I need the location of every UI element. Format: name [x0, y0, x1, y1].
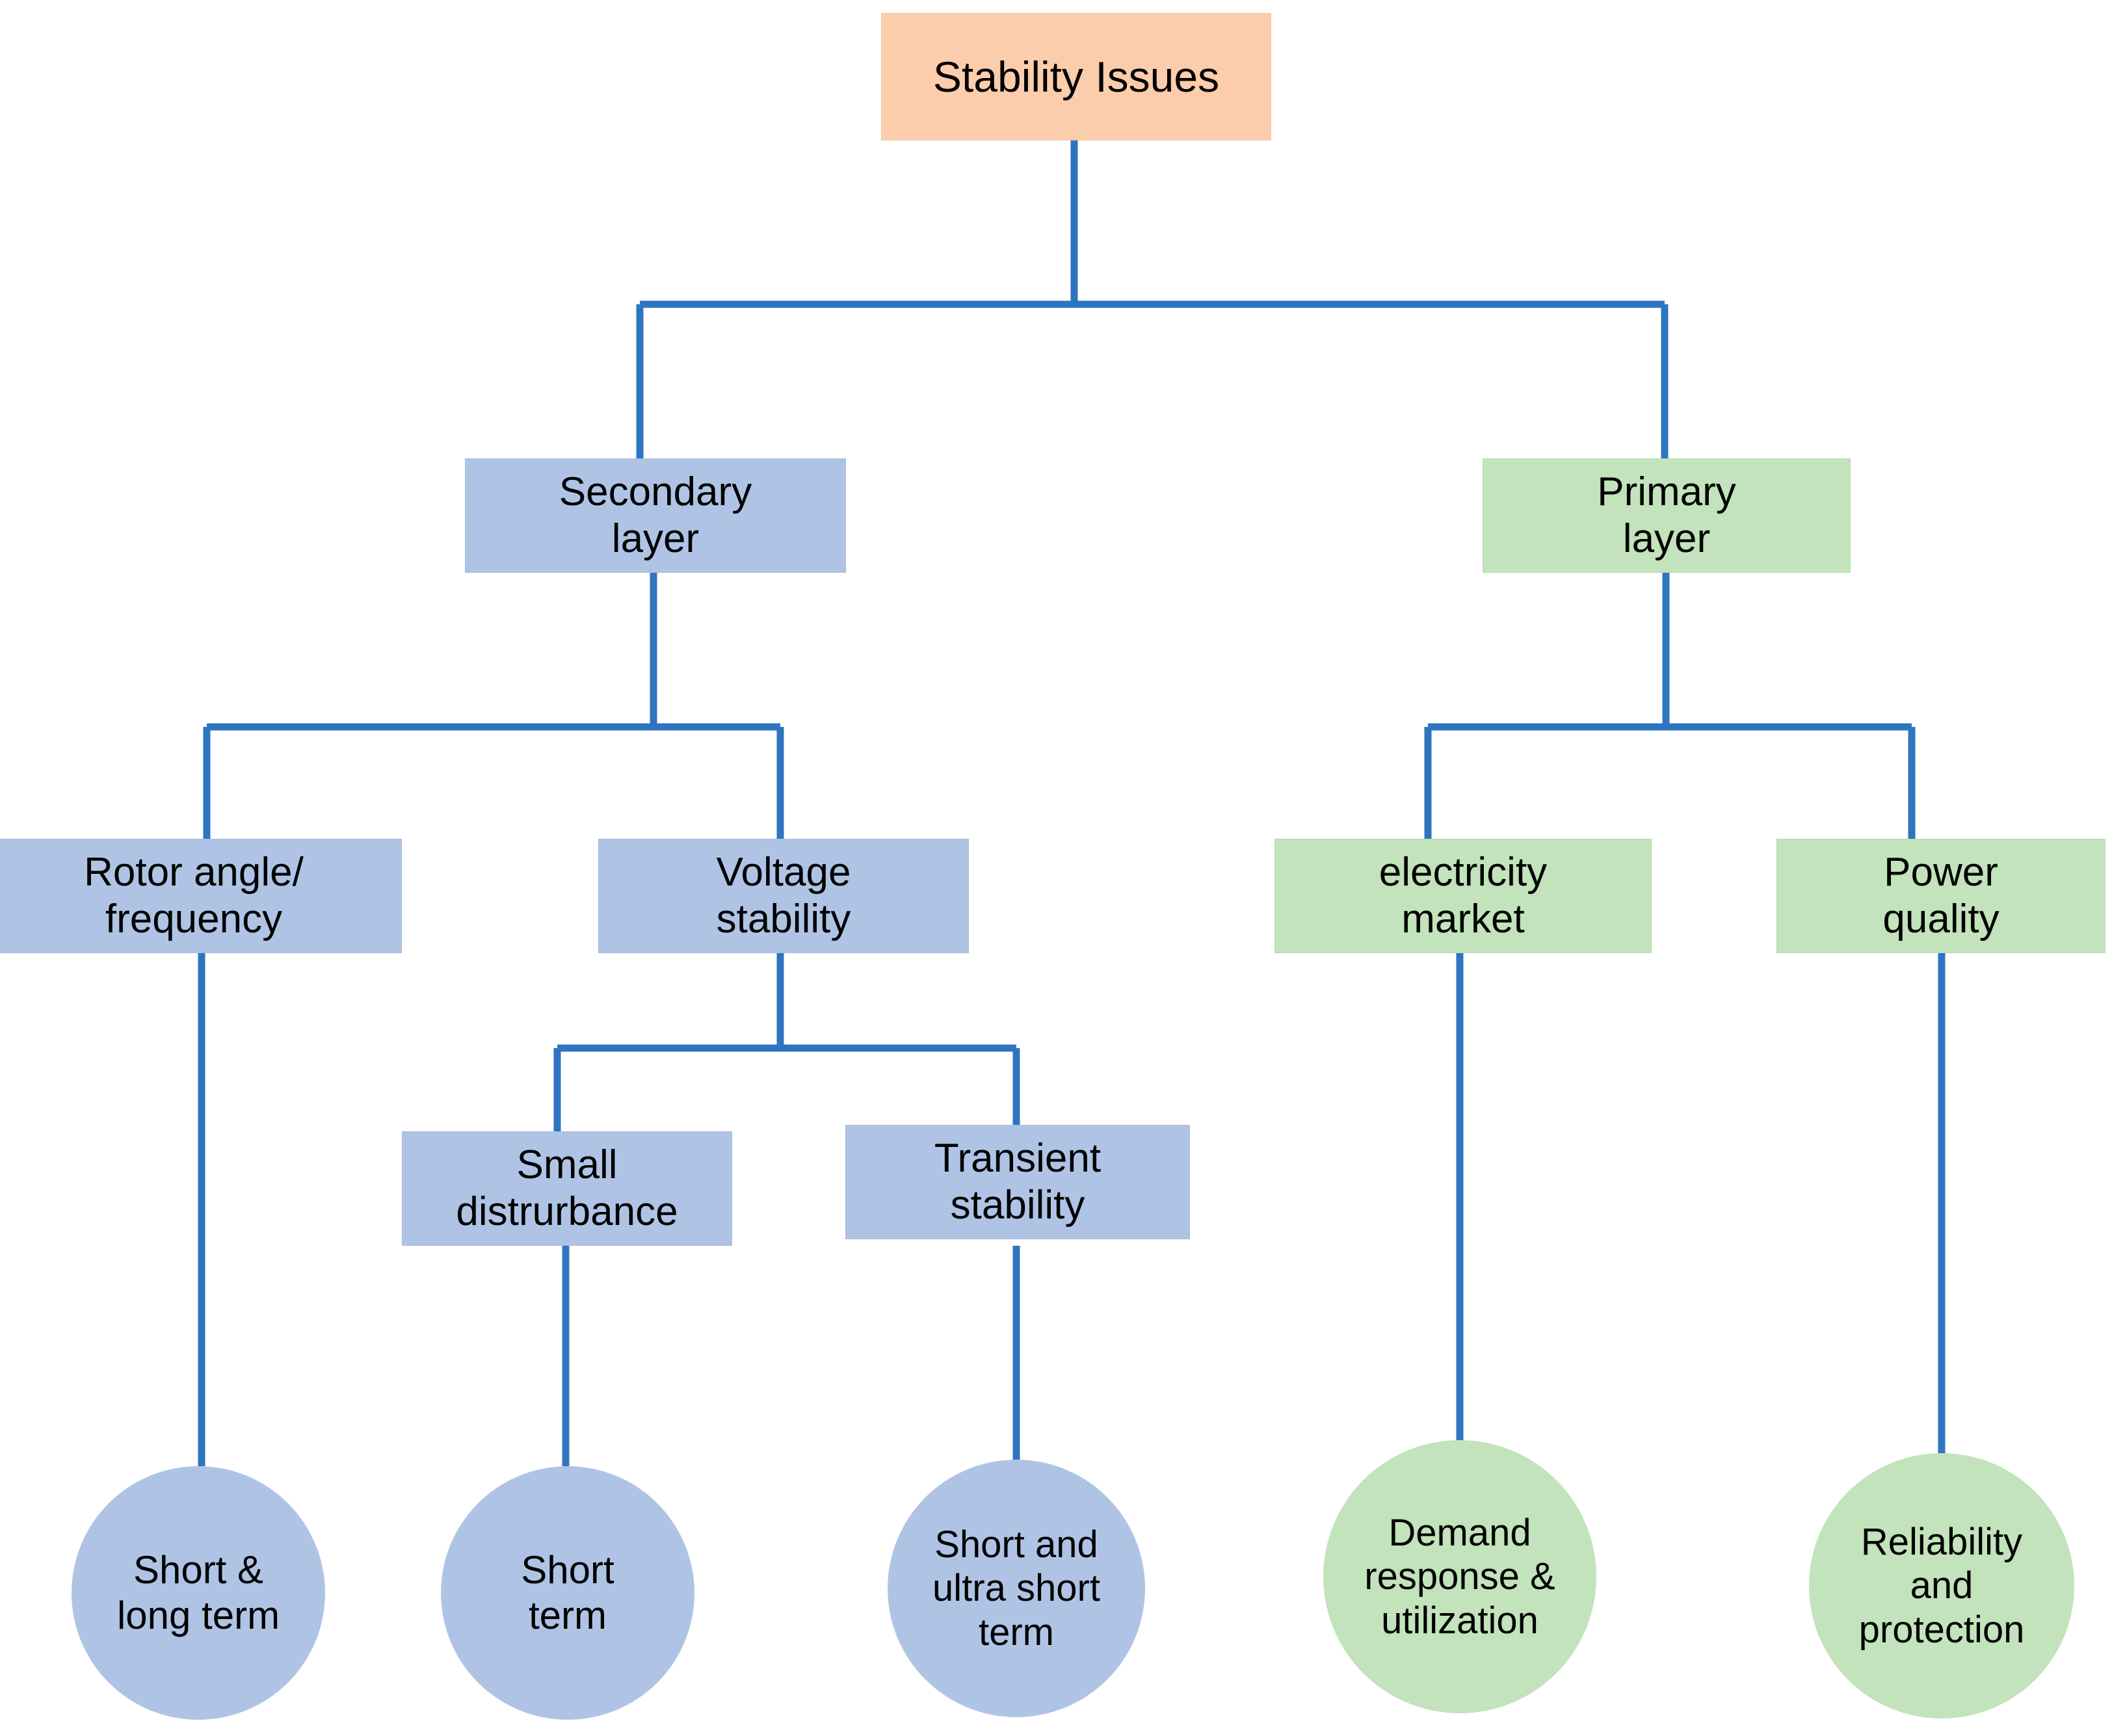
node-label: Transient stability [934, 1136, 1102, 1228]
node-label: Secondary layer [559, 469, 752, 561]
node-rotor-angle-frequency[interactable]: Rotor angle/ frequency [0, 839, 402, 953]
node-label: Power quality [1882, 850, 2000, 941]
node-label: Short term [521, 1548, 614, 1637]
node-secondary-layer[interactable]: Secondary layer [465, 458, 846, 573]
node-stability-issues[interactable]: Stability Issues [881, 13, 1271, 140]
node-label: Stability Issues [932, 52, 1220, 101]
node-voltage-stability[interactable]: Voltage stability [598, 839, 969, 953]
node-short-and-ultra-short-term[interactable]: Short and ultra short term [888, 1460, 1145, 1717]
node-label: Primary layer [1597, 469, 1736, 561]
node-transient-stability[interactable]: Transient stability [845, 1125, 1190, 1239]
node-demand-response-utilization[interactable]: Demand response & utilization [1323, 1440, 1596, 1713]
node-short-term[interactable]: Short term [441, 1466, 694, 1720]
node-small-disturbance[interactable]: Small distrurbance [402, 1131, 732, 1246]
node-label: Demand response & utilization [1364, 1512, 1555, 1642]
node-label: Reliability and protection [1858, 1521, 2025, 1651]
node-label: Rotor angle/ frequency [84, 850, 304, 941]
node-label: Short and ultra short term [932, 1523, 1100, 1653]
node-power-quality[interactable]: Power quality [1776, 839, 2105, 953]
node-primary-layer[interactable]: Primary layer [1483, 458, 1851, 573]
node-label: Small distrurbance [456, 1142, 678, 1234]
node-label: Short & long term [116, 1548, 280, 1637]
node-short-and-long-term[interactable]: Short & long term [72, 1466, 325, 1720]
node-reliability-and-protection[interactable]: Reliability and protection [1809, 1453, 2074, 1718]
node-electricity-market[interactable]: electricity market [1274, 839, 1652, 953]
node-label: Voltage stability [716, 850, 851, 941]
node-label: electricity market [1379, 850, 1548, 941]
